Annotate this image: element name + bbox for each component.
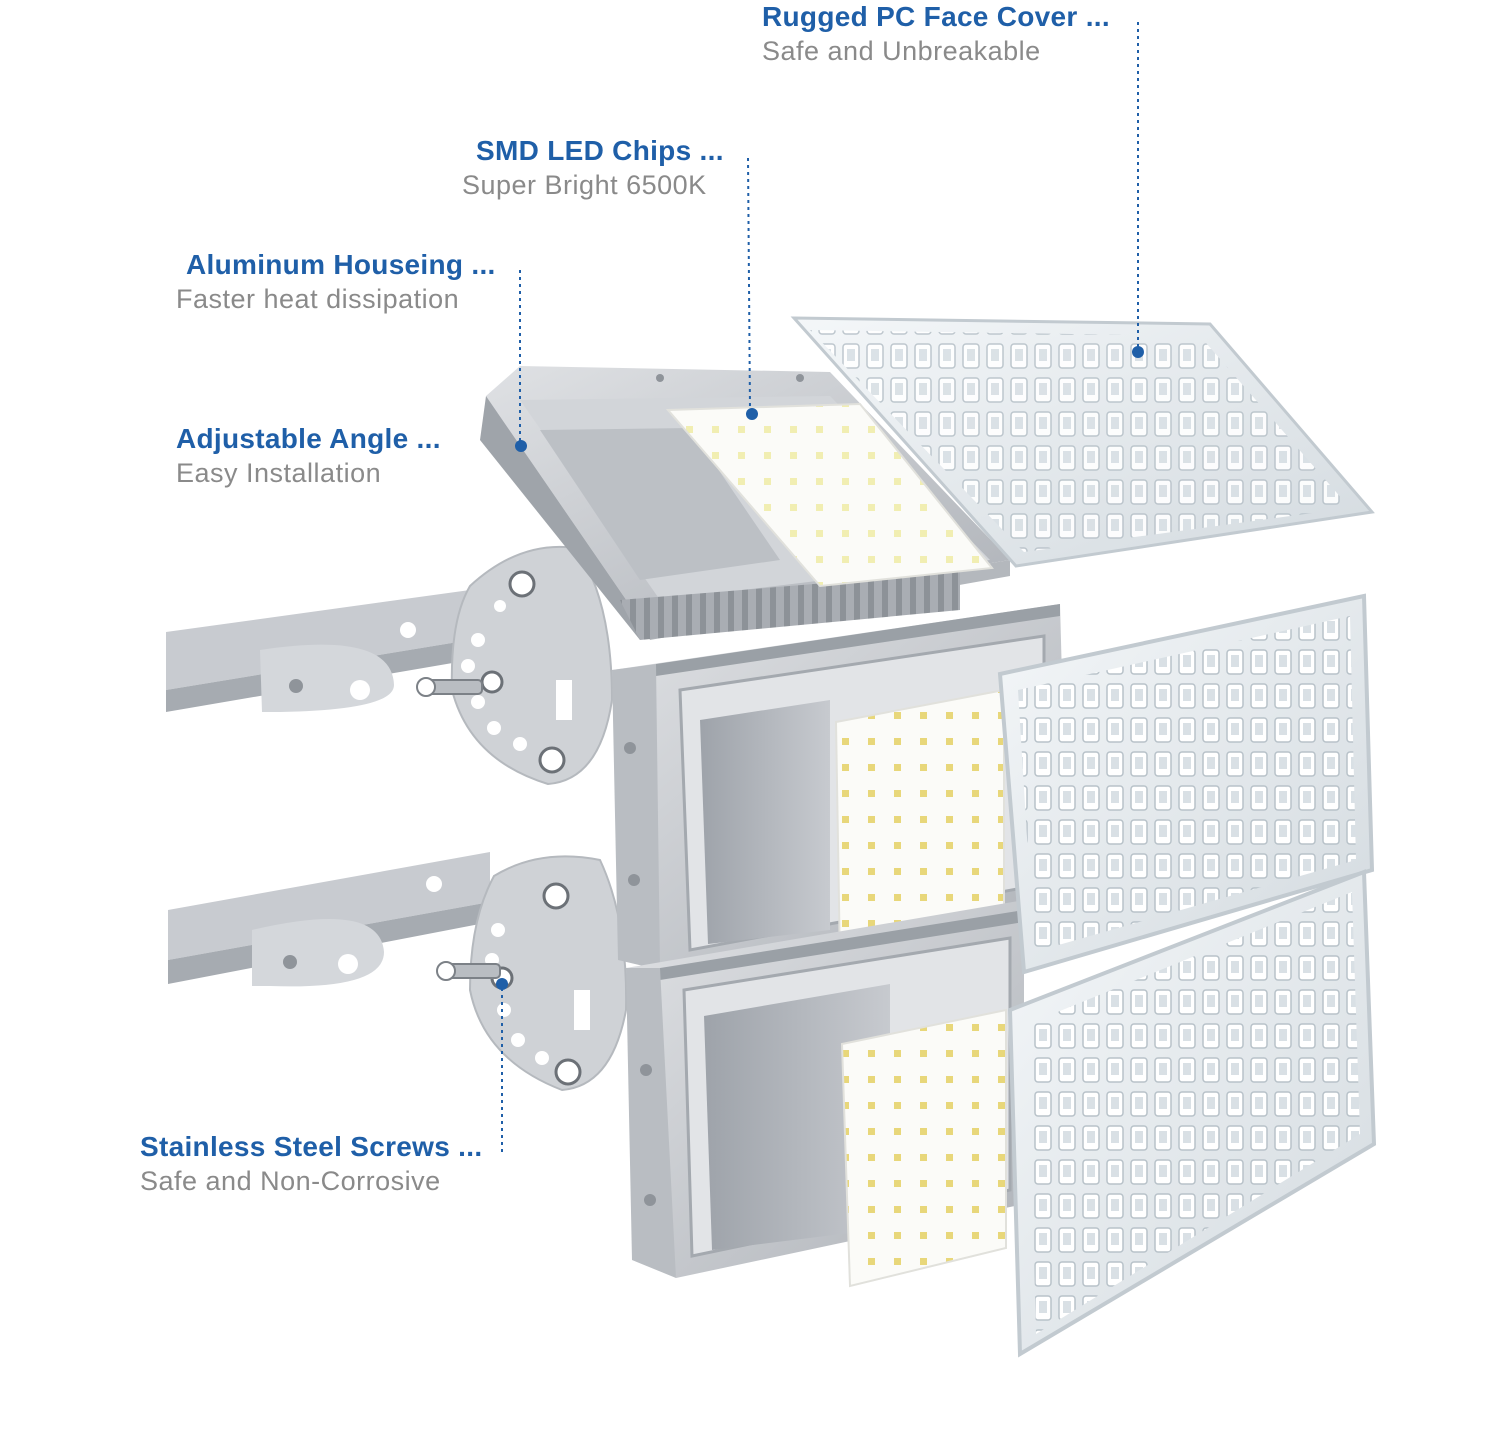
led-board-top [665,402,994,588]
leader-line-screws [496,978,508,1152]
callout-subtitle: Easy Installation [176,458,382,488]
upper-mounting-bracket [166,590,470,712]
callout-title: Stainless Steel Screws ... [140,1131,483,1162]
leader-line-face-cover [1132,22,1144,358]
callout-subtitle: Super Bright 6500K [462,170,707,200]
lower-mounting-bracket [168,852,490,987]
upper-screw-bolt [416,677,483,697]
upper-angle-disc [450,545,614,786]
callout-adjustable-angle: Adjustable Angle ... Easy Installation [176,422,441,490]
pc-face-cover-top [790,316,1375,568]
callout-stainless-screws: Stainless Steel Screws ... Safe and Non-… [140,1130,482,1198]
pc-face-cover-middle [997,593,1375,975]
lower-screw-bolt [436,961,501,981]
callout-title: Rugged PC Face Cover ... [762,1,1110,32]
callout-subtitle: Faster heat dissipation [176,284,460,314]
aluminum-housing-bottom [626,900,1024,1278]
leader-line-housing [515,270,527,452]
callout-aluminum-housing: Aluminum Houseing ... Faster heat dissip… [176,248,496,316]
callout-led-chips: SMD LED Chips ... Super Bright 6500K [462,134,724,202]
callout-face-cover: Rugged PC Face Cover ... Safe and Unbrea… [762,0,1110,68]
callout-title: Adjustable Angle ... [176,423,441,454]
callout-title: Aluminum Houseing ... [186,249,496,280]
leader-line-led-chips [746,157,758,420]
led-board-bottom [840,1008,1007,1288]
callout-title: SMD LED Chips ... [476,135,724,166]
pc-face-cover-bottom [1007,869,1377,1358]
callout-subtitle: Safe and Unbreakable [762,36,1041,66]
callout-subtitle: Safe and Non-Corrosive [140,1166,441,1196]
